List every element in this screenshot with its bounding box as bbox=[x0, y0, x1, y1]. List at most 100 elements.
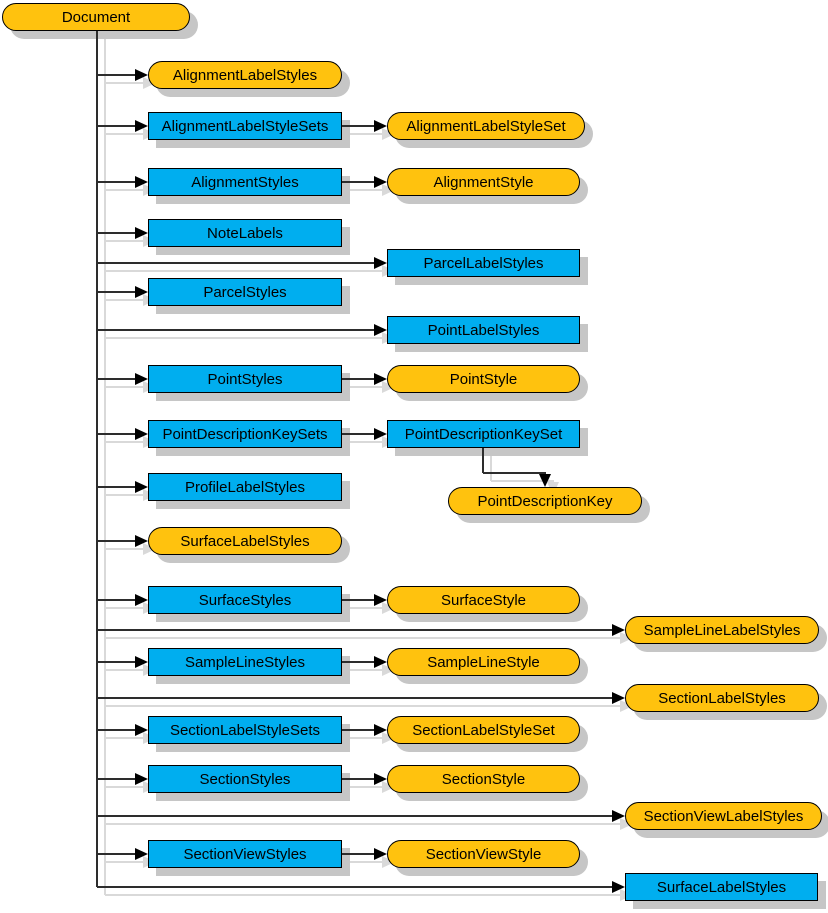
arrowhead bbox=[374, 848, 387, 860]
connector-shadow bbox=[350, 669, 384, 671]
node-surface-styles[interactable]: SurfaceStyles bbox=[148, 586, 342, 614]
arrowhead bbox=[374, 594, 387, 606]
node-section-label-style-set[interactable]: SectionLabelStyleSet bbox=[387, 716, 580, 744]
arrowhead bbox=[135, 428, 148, 440]
node-label: ParcelStyles bbox=[203, 283, 287, 301]
arrowhead bbox=[374, 373, 387, 385]
node-label: SurfaceStyle bbox=[440, 591, 527, 609]
connector-shadow bbox=[105, 441, 144, 443]
arrowhead bbox=[374, 257, 387, 269]
node-section-style[interactable]: SectionStyle bbox=[387, 765, 580, 793]
arrowhead bbox=[374, 120, 387, 132]
node-label: Document bbox=[61, 8, 131, 26]
node-parcel-label-styles[interactable]: ParcelLabelStyles bbox=[387, 249, 580, 277]
node-document[interactable]: Document bbox=[2, 3, 190, 31]
node-label: ProfileLabelStyles bbox=[184, 478, 306, 496]
arrowhead bbox=[612, 692, 625, 704]
node-label: ParcelLabelStyles bbox=[423, 254, 544, 272]
node-label: AlignmentLabelStyleSets bbox=[161, 117, 329, 135]
arrowhead bbox=[135, 848, 148, 860]
node-label: AlignmentStyles bbox=[191, 173, 299, 191]
connector-line bbox=[342, 181, 376, 183]
node-label: AlignmentLabelStyleSet bbox=[406, 117, 566, 135]
node-label: SurfaceLabelStyles bbox=[656, 878, 787, 896]
connector-line bbox=[342, 599, 376, 601]
arrowhead bbox=[135, 535, 148, 547]
node-label: SectionViewStyle bbox=[425, 845, 542, 863]
node-label: SectionViewLabelStyles bbox=[643, 807, 804, 825]
node-section-view-label-styles[interactable]: SectionViewLabelStyles bbox=[625, 802, 822, 830]
connector-shadow bbox=[350, 386, 384, 388]
node-point-label-styles[interactable]: PointLabelStyles bbox=[387, 316, 580, 344]
node-point-style[interactable]: PointStyle bbox=[387, 365, 580, 393]
connector-shadow bbox=[105, 189, 144, 191]
connector-line bbox=[97, 433, 136, 435]
connector-line bbox=[97, 181, 136, 183]
connector-shadow bbox=[105, 637, 622, 639]
connector-line bbox=[342, 378, 376, 380]
arrowhead bbox=[135, 227, 148, 239]
arrowhead bbox=[135, 594, 148, 606]
arrowhead bbox=[135, 176, 148, 188]
node-section-label-styles[interactable]: SectionLabelStyles bbox=[625, 684, 819, 712]
node-label: SectionStyles bbox=[199, 770, 291, 788]
connector-line bbox=[97, 540, 136, 542]
connector-shadow bbox=[350, 861, 384, 863]
connector-line bbox=[97, 599, 136, 601]
connector-shadow bbox=[105, 240, 144, 242]
node-section-styles[interactable]: SectionStyles bbox=[148, 765, 342, 793]
node-profile-label-styles[interactable]: ProfileLabelStyles bbox=[148, 473, 342, 501]
node-surface-label-styles-rect[interactable]: SurfaceLabelStyles bbox=[625, 873, 818, 901]
connector-line bbox=[97, 125, 136, 127]
arrowhead bbox=[539, 474, 551, 487]
connector-shadow bbox=[105, 894, 622, 896]
connector-line bbox=[342, 778, 376, 780]
connector-shadow bbox=[105, 786, 144, 788]
node-point-description-key-set[interactable]: PointDescriptionKeySet bbox=[387, 420, 580, 448]
connector-line bbox=[97, 886, 614, 888]
connector-line bbox=[342, 125, 376, 127]
node-surface-label-styles-pill[interactable]: SurfaceLabelStyles bbox=[148, 527, 342, 555]
arrowhead bbox=[374, 724, 387, 736]
connector-line bbox=[96, 31, 98, 887]
connector-line bbox=[97, 661, 136, 663]
node-parcel-styles[interactable]: ParcelStyles bbox=[148, 278, 342, 306]
node-alignment-label-style-sets[interactable]: AlignmentLabelStyleSets bbox=[148, 112, 342, 140]
arrowhead bbox=[374, 324, 387, 336]
connector-line bbox=[97, 74, 136, 76]
connector-line bbox=[97, 262, 376, 264]
node-label: SectionLabelStyles bbox=[658, 689, 786, 707]
node-sample-line-label-styles[interactable]: SampleLineLabelStyles bbox=[625, 616, 819, 644]
node-surface-style[interactable]: SurfaceStyle bbox=[387, 586, 580, 614]
node-sample-line-styles[interactable]: SampleLineStyles bbox=[148, 648, 342, 676]
node-point-description-key[interactable]: PointDescriptionKey bbox=[448, 487, 642, 515]
node-section-view-style[interactable]: SectionViewStyle bbox=[387, 840, 580, 868]
node-point-description-key-sets[interactable]: PointDescriptionKeySets bbox=[148, 420, 342, 448]
node-alignment-label-styles[interactable]: AlignmentLabelStyles bbox=[148, 61, 342, 89]
node-note-labels[interactable]: NoteLabels bbox=[148, 219, 342, 247]
node-label: SectionViewStyles bbox=[183, 845, 307, 863]
connector-shadow bbox=[105, 337, 384, 339]
node-label: SampleLineStyles bbox=[184, 653, 306, 671]
node-label: SectionStyle bbox=[441, 770, 526, 788]
node-section-view-styles[interactable]: SectionViewStyles bbox=[148, 840, 342, 868]
node-alignment-label-style-set[interactable]: AlignmentLabelStyleSet bbox=[387, 112, 585, 140]
connector-shadow bbox=[105, 82, 144, 84]
connector-shadow bbox=[350, 786, 384, 788]
node-alignment-style[interactable]: AlignmentStyle bbox=[387, 168, 580, 196]
connector-line bbox=[97, 629, 614, 631]
node-label: SampleLineLabelStyles bbox=[643, 621, 801, 639]
arrowhead bbox=[612, 624, 625, 636]
connector-shadow bbox=[105, 386, 144, 388]
arrowhead bbox=[374, 176, 387, 188]
node-point-styles[interactable]: PointStyles bbox=[148, 365, 342, 393]
arrowhead bbox=[612, 810, 625, 822]
node-label: NoteLabels bbox=[207, 224, 283, 242]
node-section-label-style-sets[interactable]: SectionLabelStyleSets bbox=[148, 716, 342, 744]
connector-shadow bbox=[350, 737, 384, 739]
connector-line bbox=[97, 291, 136, 293]
node-label: SampleLineStyle bbox=[427, 653, 540, 671]
node-sample-line-style[interactable]: SampleLineStyle bbox=[387, 648, 580, 676]
connector-shadow bbox=[105, 548, 144, 550]
node-alignment-styles[interactable]: AlignmentStyles bbox=[148, 168, 342, 196]
